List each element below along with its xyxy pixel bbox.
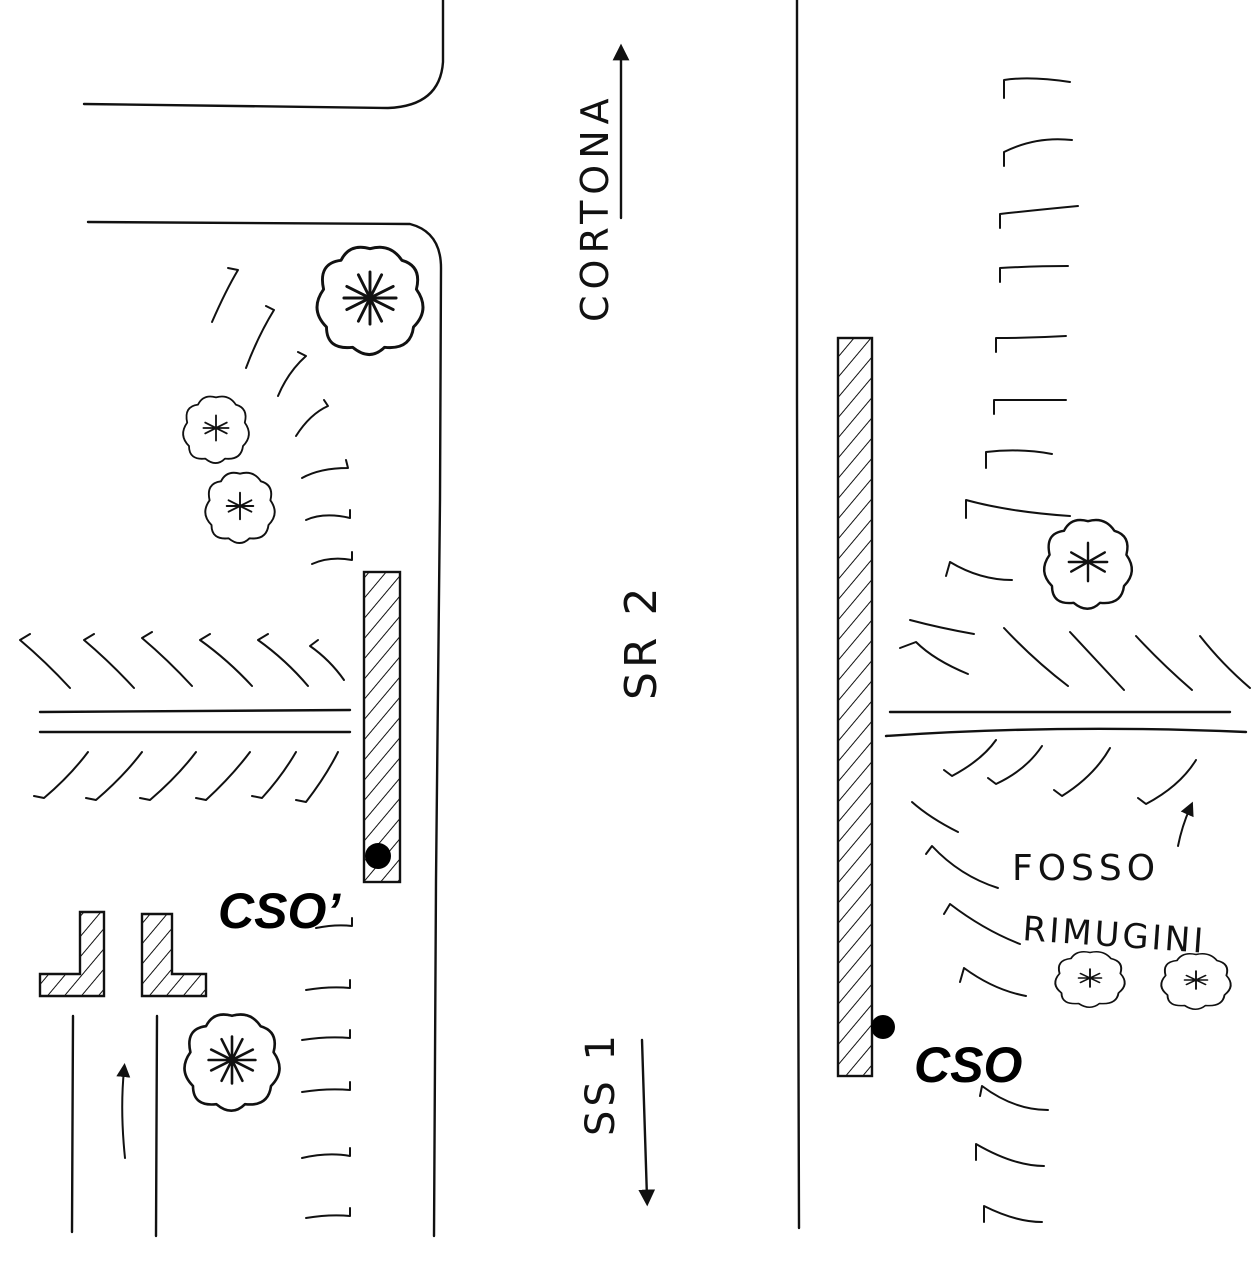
grass-tuft-icon (1137, 759, 1197, 805)
grass-tuft-icon (257, 633, 309, 687)
grass-tuft-icon (305, 509, 351, 521)
tree-icon (315, 245, 425, 356)
road-edges (82, 0, 801, 1238)
grass-tuft-icon (301, 1147, 351, 1159)
grass-tuft-icon (295, 399, 329, 437)
ditch-channel (38, 708, 1248, 738)
grass-tuft-icon (195, 751, 251, 801)
grass-tuft-icon (999, 265, 1069, 283)
grass-tuft-icon (899, 641, 969, 675)
grass-tuft-icon (1199, 635, 1251, 689)
direction-arrows (116, 43, 1194, 1207)
grass-tuft-icon (251, 751, 297, 799)
outlet-point-icon (871, 1015, 895, 1039)
grass-tuft-icon (959, 967, 1027, 997)
grass-tuft-icon (999, 205, 1079, 229)
grass-tuft-icon (965, 499, 1071, 519)
side-street (70, 1014, 159, 1238)
grass-tuft-icon (1053, 747, 1111, 797)
grass-tuft-icon (945, 561, 1013, 581)
grass-tuft-icon (83, 633, 135, 689)
trees (182, 245, 1232, 1112)
grass-tuft-icon (305, 979, 351, 991)
grass-tuft-icon (141, 631, 193, 687)
grass-tuft-icon (139, 751, 197, 801)
grass-tuft-icon (983, 1205, 1043, 1223)
grass-tuft-icon (1003, 627, 1069, 687)
grass-tuft-icon (943, 739, 997, 777)
tree-icon (1043, 518, 1133, 610)
label-ss1: SS 1 (578, 1031, 624, 1136)
label-fosso: FOSSO (1012, 848, 1160, 889)
label-rimugini: RIMUGINI (1021, 909, 1207, 962)
grass-tuft-icon (1003, 77, 1071, 99)
grass-tuft-icon (85, 751, 143, 801)
grass-tuft-icon (909, 619, 975, 635)
hatched-wall-icon (38, 910, 106, 998)
grass-tuft-icon (245, 305, 275, 369)
grass-tuft-icon (993, 398, 1067, 415)
grass-tuft-icon (315, 917, 353, 929)
ditch-flow-arrow (1177, 801, 1194, 847)
grass-tuft-icon (277, 351, 307, 397)
hatched-wall-icon (836, 336, 874, 1078)
hatched-wall-icon (140, 912, 208, 998)
grass-tuft-icon (301, 1029, 351, 1041)
label-cortona: CORTONA (573, 92, 617, 322)
road-edge-east (795, 0, 801, 1230)
grass-tuft-icon (311, 551, 353, 565)
grass-tuft-icon (301, 459, 349, 479)
grass-tuft-icon (301, 1081, 351, 1093)
hatched-walls (38, 336, 874, 1078)
tree-icon (182, 395, 250, 464)
outlet-label-right: CSO (914, 1037, 1022, 1093)
grass-tufts (19, 77, 1251, 1223)
grass-tuft-icon (975, 1143, 1045, 1167)
grass-tuft-icon (305, 1207, 351, 1219)
side-street-arrow (116, 1063, 131, 1159)
grass-tuft-icon (985, 449, 1053, 469)
grass-tuft-icon (309, 639, 345, 681)
grass-tuft-icon (1069, 631, 1125, 691)
grass-tuft-icon (979, 1085, 1049, 1111)
grass-tuft-icon (1003, 138, 1073, 167)
tree-icon (1160, 953, 1232, 1010)
tree-icon (204, 471, 276, 544)
tree-icon (183, 1013, 281, 1112)
outlet-label-left: CSO’ (218, 883, 341, 939)
grass-tuft-icon (987, 745, 1043, 785)
grass-tuft-icon (211, 267, 239, 323)
label-sr2: SR 2 (616, 584, 667, 700)
grass-tuft-icon (199, 633, 253, 687)
hatched-wall-icon (362, 570, 402, 884)
road-edge-west-upper (82, 0, 445, 110)
outlet-point-icon (365, 843, 391, 869)
grass-tuft-icon (19, 633, 71, 689)
grass-tuft-icon (943, 903, 1021, 945)
grass-tuft-icon (925, 845, 999, 889)
south-arrow (638, 1038, 656, 1207)
grass-tuft-icon (295, 751, 339, 803)
grass-tuft-icon (995, 335, 1067, 353)
grass-tuft-icon (1135, 635, 1193, 691)
grass-tuft-icon (911, 801, 959, 833)
road-edge-west-lower (86, 220, 443, 1238)
grass-tuft-icon (33, 751, 89, 799)
tree-icon (1054, 951, 1126, 1008)
